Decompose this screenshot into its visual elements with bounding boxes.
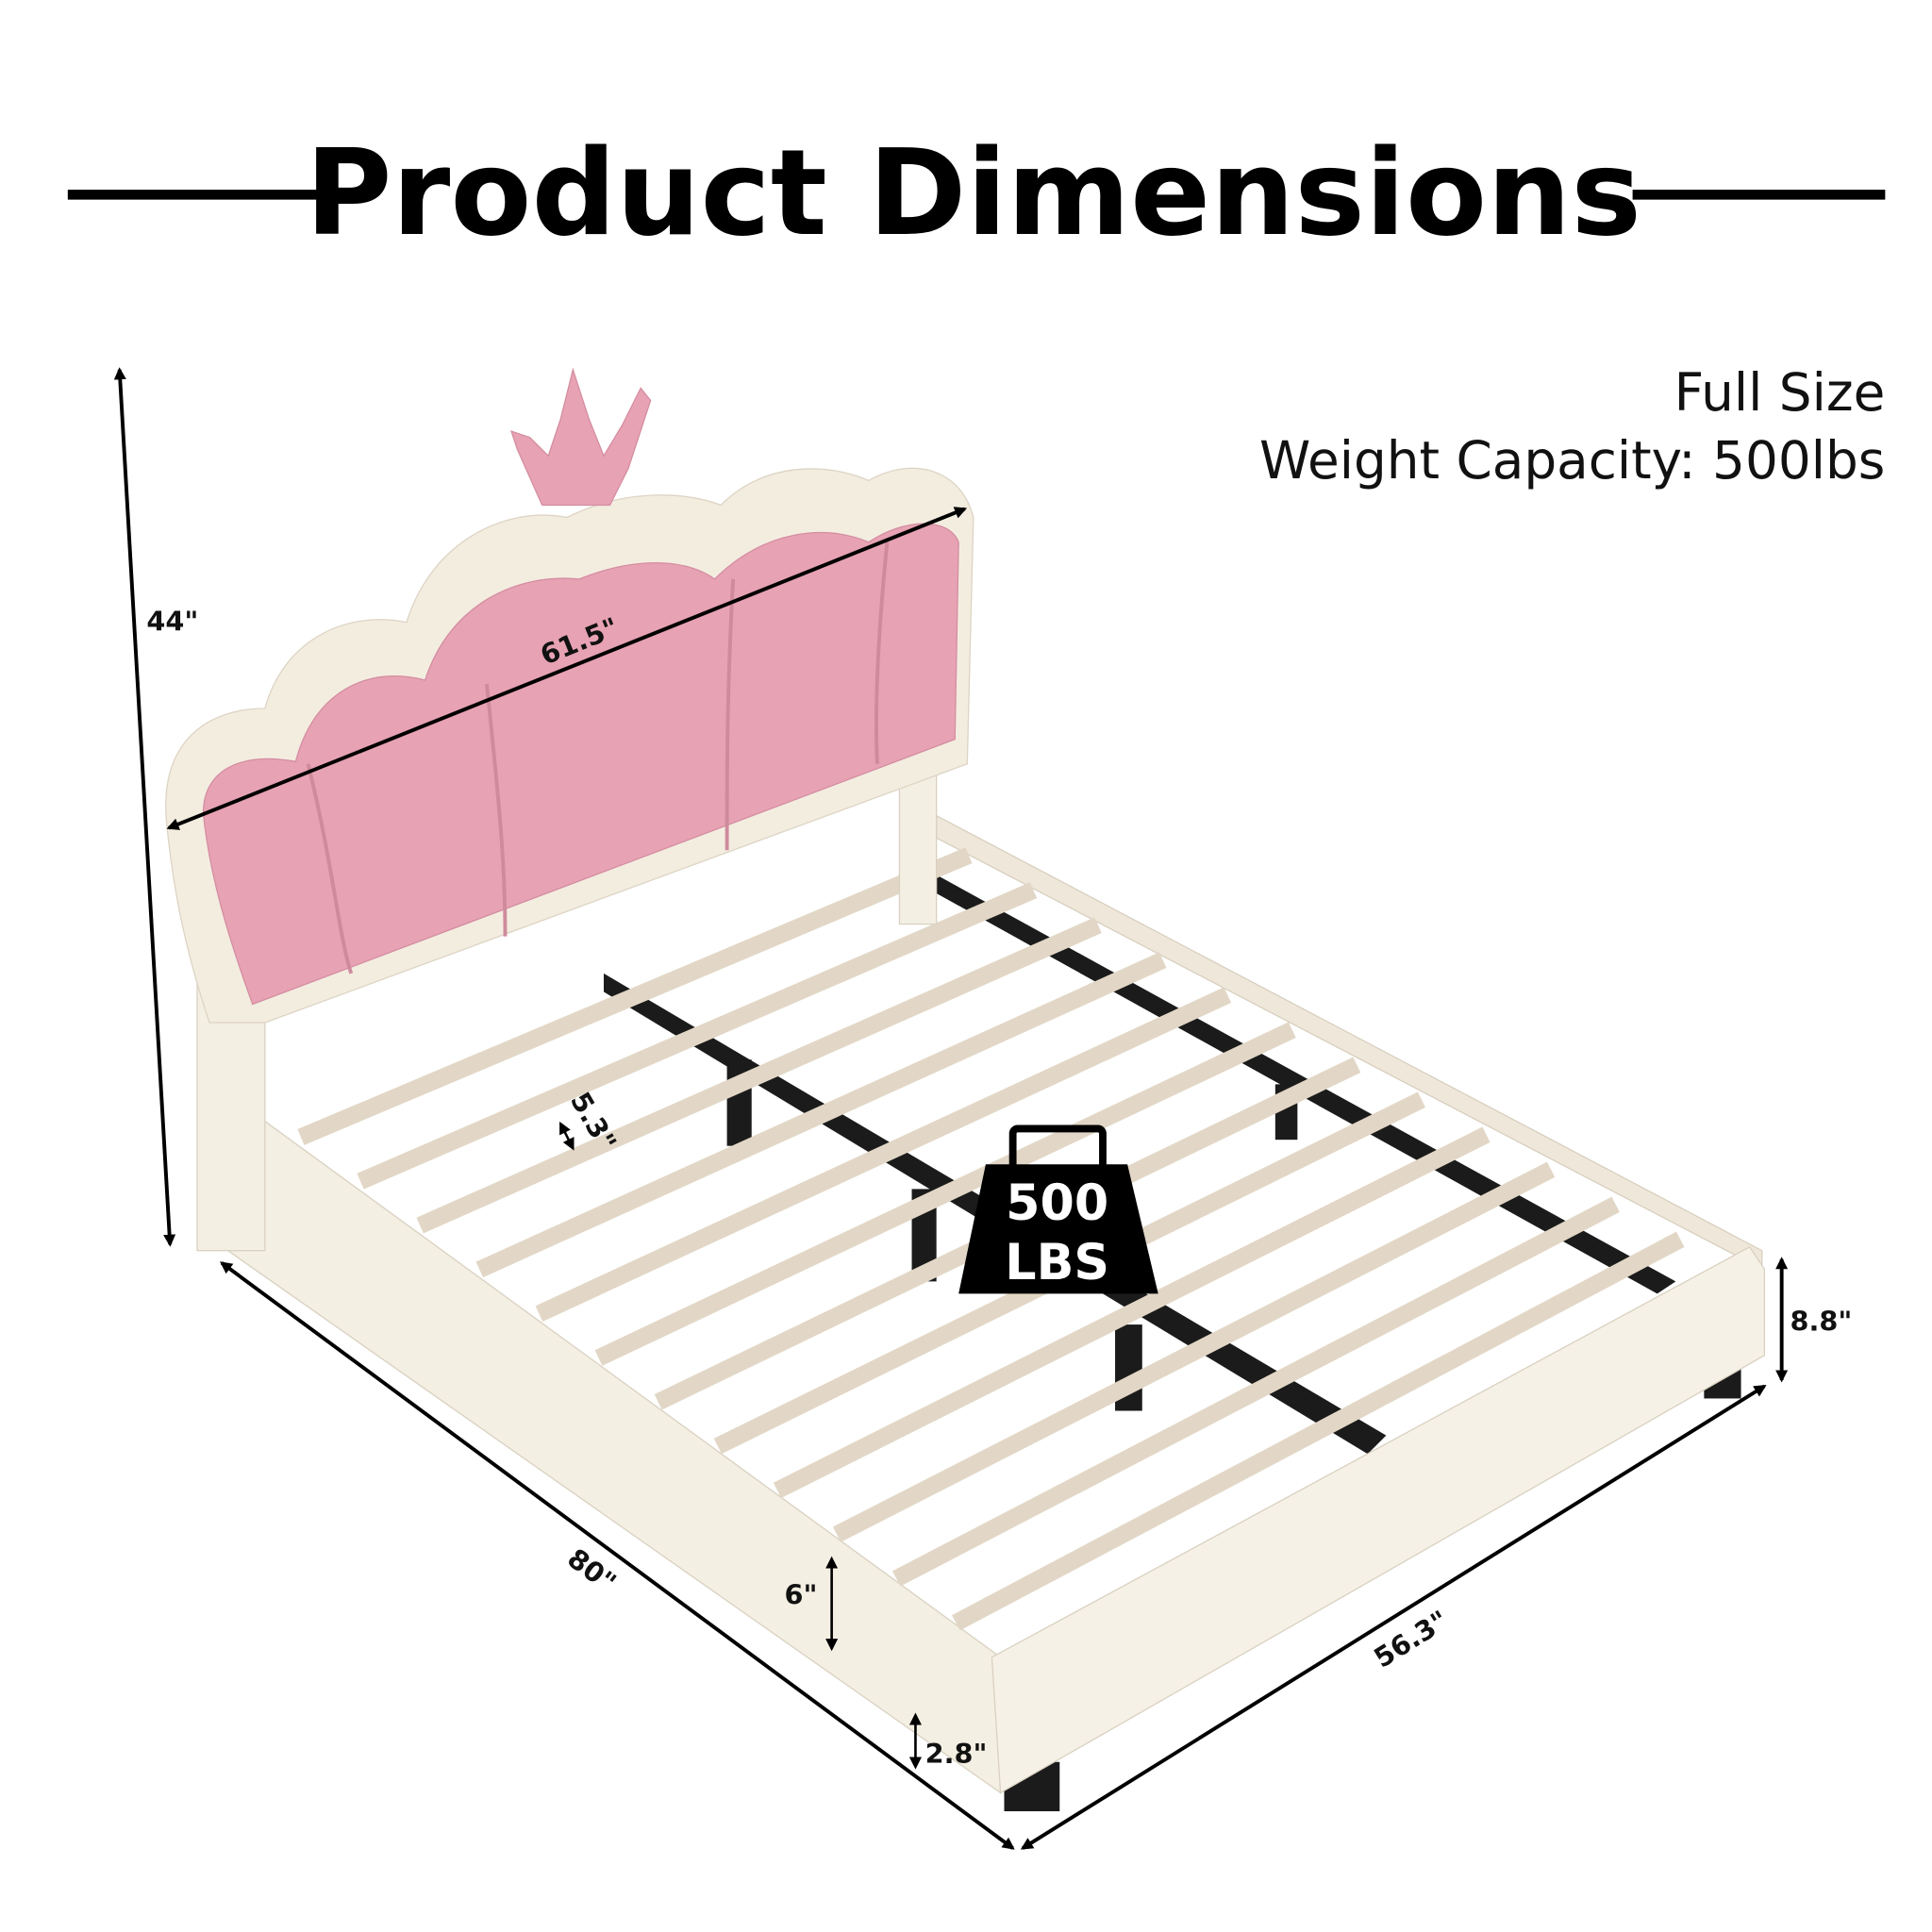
height-label: 44" xyxy=(146,606,198,638)
slat xyxy=(594,1022,1296,1366)
slat-gap-arrow xyxy=(559,1121,575,1151)
width-label: 56.3" xyxy=(1368,1604,1454,1674)
headboard-width-arrow xyxy=(166,507,968,830)
slat xyxy=(357,882,1038,1190)
weight-capacity-label: Weight Capacity: 500lbs xyxy=(1259,430,1885,491)
crown-ornament xyxy=(510,367,652,507)
slat xyxy=(475,952,1167,1278)
weight-unit: LBS xyxy=(1005,1235,1109,1291)
weight-value: 500 xyxy=(1006,1175,1108,1232)
page-title: Product Dimensions xyxy=(306,125,1641,262)
headboard xyxy=(165,367,974,1252)
length-arrow xyxy=(220,1261,1015,1850)
weight-badge: 500 LBS xyxy=(958,1124,1158,1294)
height-arrow xyxy=(113,367,176,1247)
width-arrow xyxy=(1020,1384,1767,1850)
rail-height-label: 6" xyxy=(785,1579,818,1611)
dimension-arrows xyxy=(113,367,1789,1850)
slat xyxy=(416,917,1102,1234)
weight-icon xyxy=(958,1164,1158,1294)
slat xyxy=(297,847,973,1145)
frame-height-label: 8.8" xyxy=(1790,1306,1853,1338)
size-label: Full Size xyxy=(1674,362,1886,423)
clearance-label: 2.8" xyxy=(925,1738,988,1770)
slat xyxy=(535,987,1232,1322)
